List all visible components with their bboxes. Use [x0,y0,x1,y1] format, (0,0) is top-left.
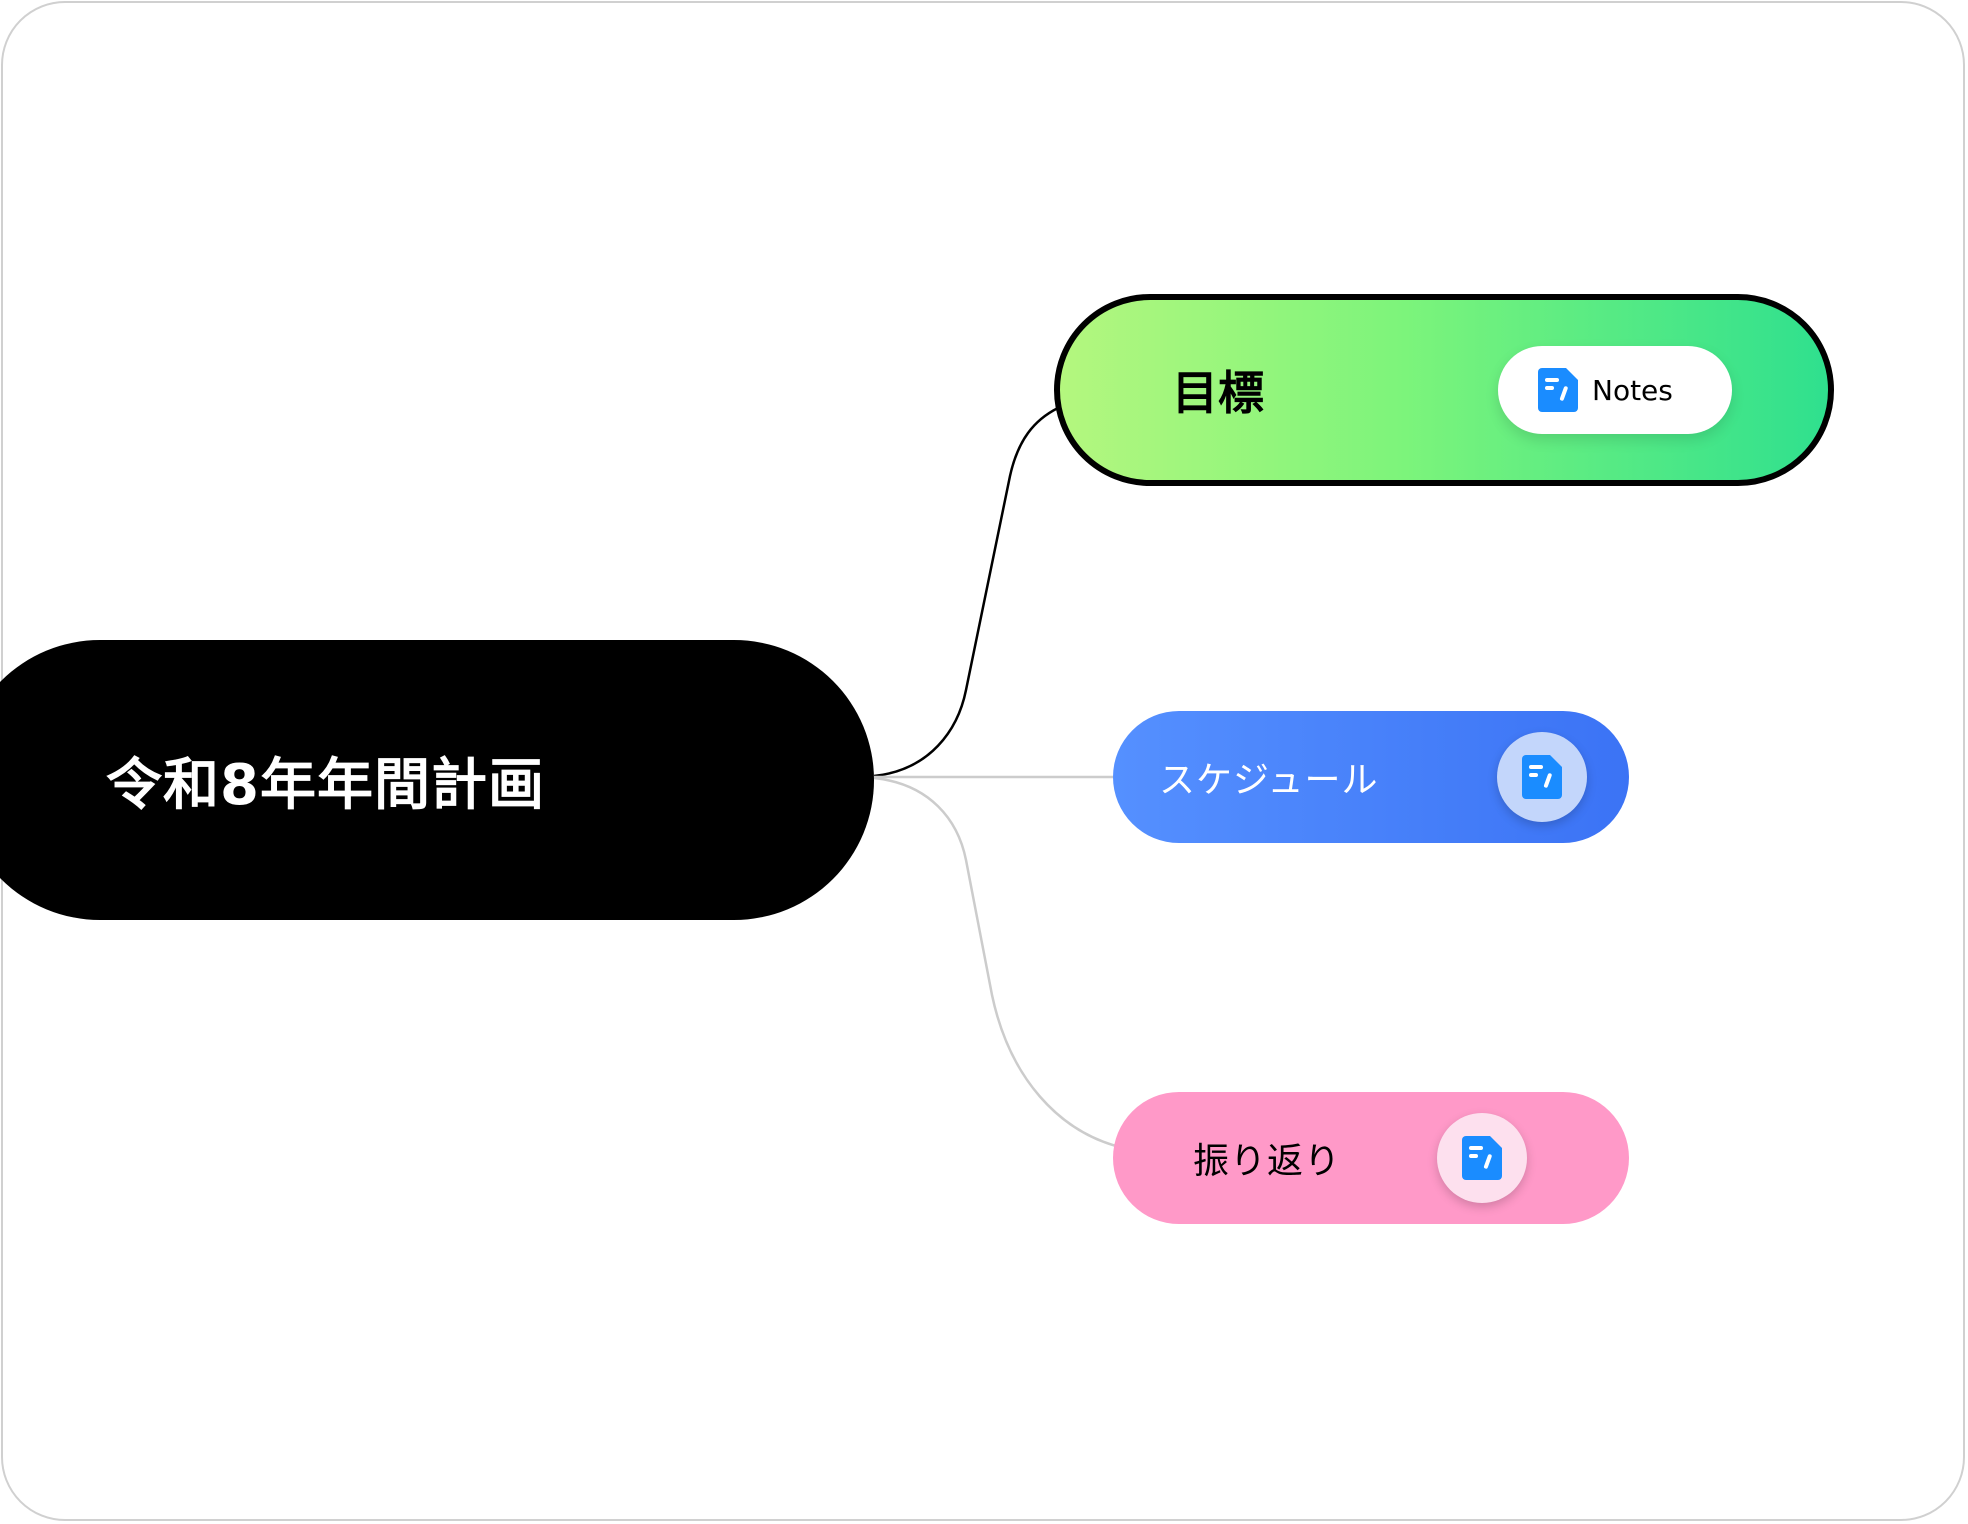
branch-node-schedule-label: スケジュール [1159,760,1379,801]
note-edit-icon [1522,755,1562,799]
root-node-label: 令和8年年間計画 [106,752,545,818]
note-edit-icon [1538,368,1578,412]
root-node[interactable]: 令和8年年間計画 [0,640,874,920]
notes-button[interactable]: Notes [1498,346,1732,434]
note-button-schedule[interactable] [1497,732,1587,822]
branch-node-schedule[interactable]: スケジュール [1113,711,1629,843]
notes-button-label: Notes [1592,373,1673,407]
branch-node-review-label: 振り返り [1193,1141,1342,1182]
branch-node-goal-label: 目標 [1172,366,1264,420]
branch-node-goal[interactable]: 目標 Notes [1054,294,1834,486]
connector-review [873,776,1117,1148]
connector-goal [873,406,1059,778]
branch-node-review[interactable]: 振り返り [1113,1092,1629,1224]
note-button-review[interactable] [1437,1113,1527,1203]
note-edit-icon [1462,1136,1502,1180]
